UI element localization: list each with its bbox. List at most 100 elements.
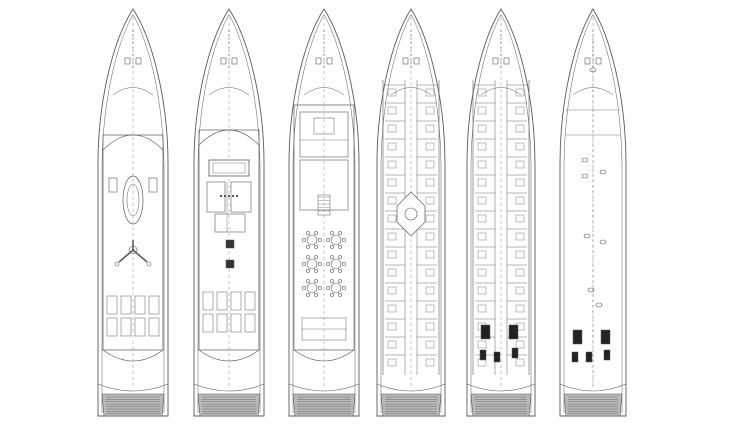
sunbed (134, 295, 146, 315)
berth (387, 178, 397, 187)
tender-inner (126, 183, 140, 217)
chair (326, 238, 330, 242)
berth (477, 340, 487, 349)
dining-table (306, 282, 318, 294)
tank-hatch (595, 302, 603, 308)
chair (302, 262, 306, 266)
deck-plan-lower-deck (376, 8, 446, 417)
berth (425, 250, 435, 259)
transom-curve (193, 383, 265, 392)
pump (585, 351, 593, 363)
chair (338, 245, 342, 249)
berth (387, 268, 397, 277)
berth (387, 340, 397, 349)
berth (425, 304, 435, 313)
sunbed (148, 317, 160, 337)
transom-curve (376, 383, 446, 392)
tank-hatch (589, 67, 597, 73)
berth (515, 214, 525, 223)
berth (515, 286, 525, 295)
chair (314, 255, 318, 259)
chair (318, 238, 322, 242)
chair (330, 245, 334, 249)
sunbed (134, 317, 146, 337)
berth (515, 232, 525, 241)
dining-table (330, 258, 342, 270)
engine (508, 324, 519, 340)
dining-table (306, 258, 318, 270)
main-deck-outline (293, 104, 355, 351)
chair (302, 238, 306, 242)
berth (387, 196, 397, 205)
sunbed (230, 313, 242, 333)
chair (314, 293, 318, 297)
berth (425, 214, 435, 223)
windlass-starboard (326, 57, 333, 65)
chair (338, 293, 342, 297)
deck-plan-sun-deck (97, 8, 169, 417)
berth (515, 196, 525, 205)
transom-curve (97, 383, 169, 392)
windlass-starboard (503, 57, 510, 65)
chair (330, 231, 334, 235)
berth (477, 88, 487, 97)
sunbed (120, 295, 132, 315)
detail-dot (224, 195, 226, 197)
berth (425, 106, 435, 115)
lobby (299, 159, 349, 211)
jetski-starboard (148, 177, 158, 193)
tank-hatch (599, 169, 607, 175)
owner-suite (299, 111, 349, 158)
sunbed (216, 291, 228, 311)
deck-plan-tank-deck (466, 8, 536, 417)
sunbed (244, 313, 256, 333)
jetski-port (108, 177, 118, 193)
stern-swim-platform (101, 393, 165, 417)
berth (387, 160, 397, 169)
windlass-starboard (595, 57, 602, 65)
sunbed (244, 291, 256, 311)
stern-swim-platform (292, 393, 356, 417)
chair (302, 286, 306, 290)
berth (515, 88, 525, 97)
berth (515, 358, 525, 367)
sunbed (202, 291, 214, 311)
chair (314, 269, 318, 273)
windlass-starboard (413, 57, 420, 65)
aft-deck-curve (198, 349, 260, 362)
bridge-office (230, 181, 252, 213)
stern-swim-platform (470, 393, 532, 417)
berth (425, 196, 435, 205)
dining-table (330, 282, 342, 294)
engine (480, 324, 491, 340)
berth (425, 340, 435, 349)
berth (387, 106, 397, 115)
chair (338, 279, 342, 283)
berth (477, 124, 487, 133)
berth (477, 178, 487, 187)
windlass-starboard (231, 57, 238, 65)
chair (326, 262, 330, 266)
chair (330, 255, 334, 259)
berth (515, 106, 525, 115)
tender-boat (122, 175, 144, 225)
stern-swim-platform (563, 393, 623, 417)
crane-foot (114, 261, 120, 267)
bow-deck-edge (390, 87, 432, 96)
chair (330, 279, 334, 283)
berth (425, 178, 435, 187)
bow-deck-edge (303, 87, 345, 96)
tank-hatch (581, 157, 589, 163)
chair (306, 245, 310, 249)
berth (477, 142, 487, 151)
transom-curve (288, 383, 360, 392)
windlass-starboard (135, 57, 142, 65)
sunbed (106, 317, 118, 337)
berth (477, 106, 487, 115)
chair (330, 293, 334, 297)
berth (477, 196, 487, 205)
windlass-port (584, 57, 591, 65)
sunbed (202, 313, 214, 333)
chair (330, 269, 334, 273)
